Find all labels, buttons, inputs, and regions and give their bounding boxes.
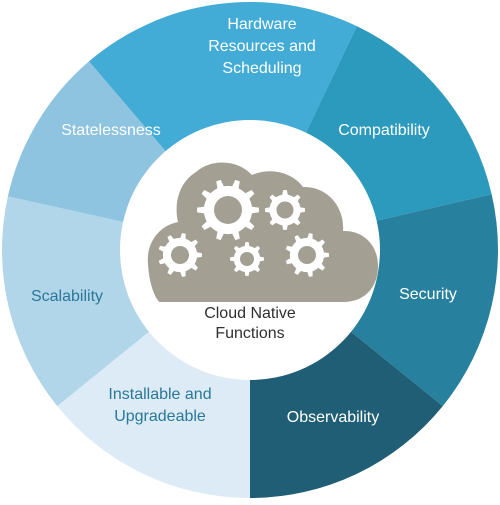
segment-label-security-line-1: Security <box>399 286 457 303</box>
gear-center-icon <box>230 242 264 276</box>
gear-large-icon <box>197 179 259 241</box>
center-title-line-2: Functions <box>215 325 284 342</box>
gear-left-icon <box>158 233 202 277</box>
gears-group <box>158 179 329 277</box>
segment-label-hardware-line-2: Resources and <box>208 38 316 55</box>
center-title-line-1: Cloud Native <box>204 305 296 322</box>
segment-label-observability-line-1: Observability <box>287 409 379 426</box>
segment-label-hardware-line-1: Hardware <box>227 16 296 33</box>
segment-label-installable-line-2: Upgradeable <box>114 408 206 425</box>
gear-right-icon <box>285 233 329 277</box>
gear-upper-right-icon <box>265 190 305 230</box>
segment-label-hardware-line-3: Scheduling <box>222 60 301 77</box>
cloud-gears-icon <box>147 162 378 302</box>
segment-label-scalability-line-1: Scalability <box>31 288 103 305</box>
segment-label-installable-line-1: Installable and <box>108 386 211 403</box>
segment-label-compatibility-line-1: Compatibility <box>338 122 430 139</box>
segment-label-statelessness-line-1: Statelessness <box>61 122 161 139</box>
